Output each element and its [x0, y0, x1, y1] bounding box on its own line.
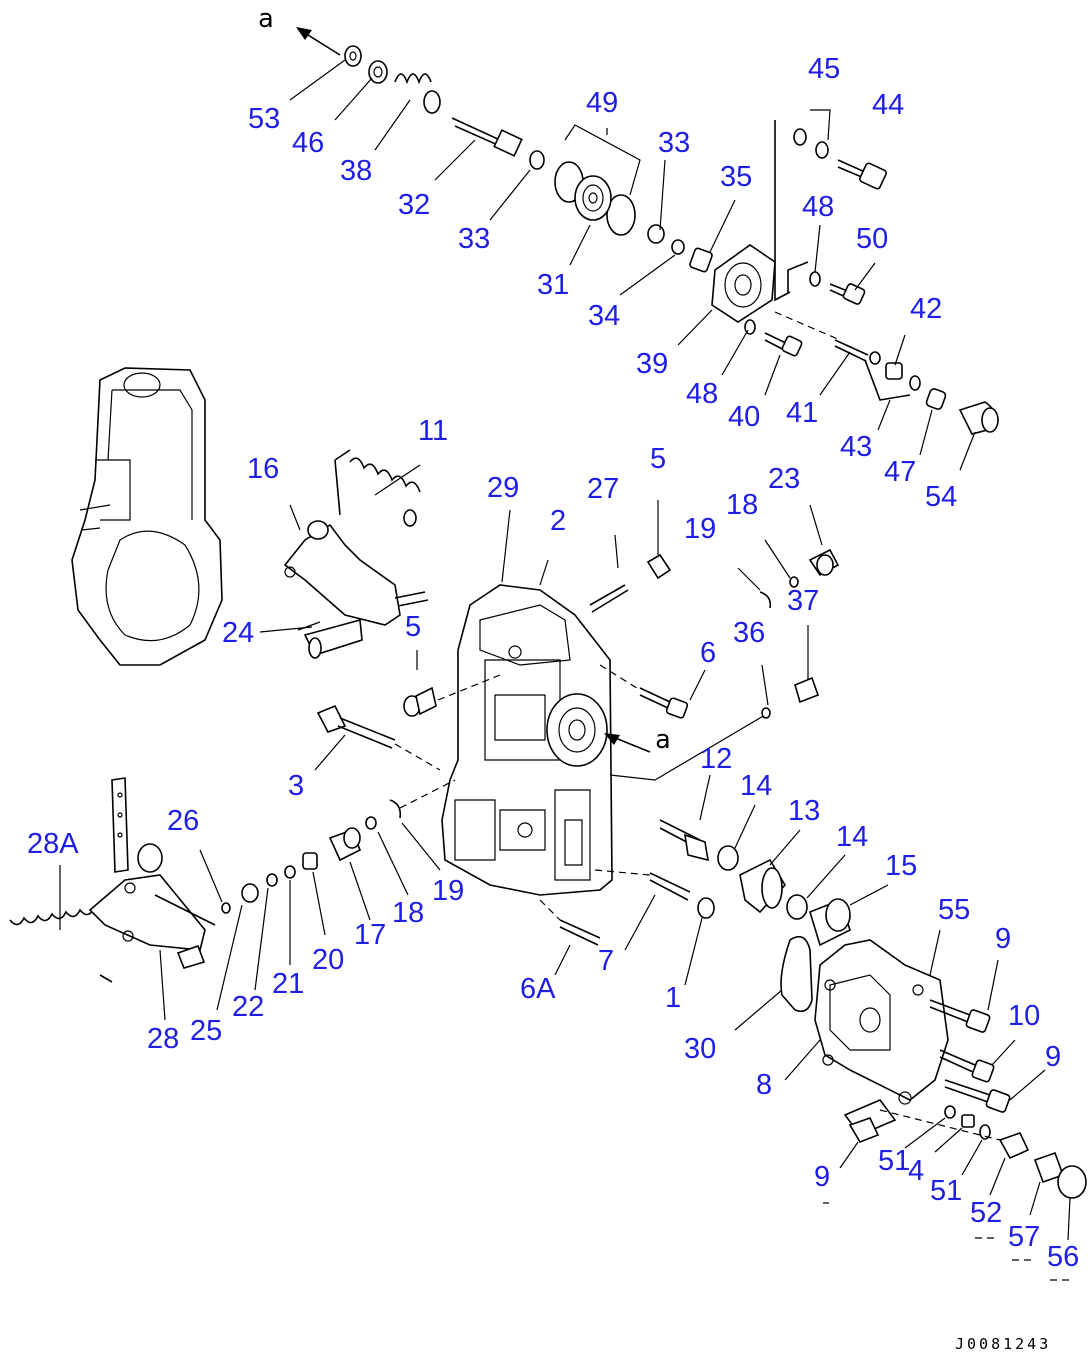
part-label: 1: [665, 982, 681, 1014]
part-label: 48: [686, 378, 718, 410]
part-label: 8: [756, 1069, 772, 1101]
part-label: 7: [598, 945, 614, 977]
part-label: 51: [930, 1175, 962, 1207]
part-label: 25: [190, 1015, 222, 1047]
part-label: 47: [884, 456, 916, 488]
part-label: 18: [392, 897, 424, 929]
part-label: 28: [147, 1023, 179, 1055]
part-label: 12: [700, 743, 732, 775]
part-label: 28A: [27, 828, 79, 860]
part-label: 9: [1045, 1041, 1061, 1073]
part-label: 22: [232, 991, 264, 1023]
part-number-labels: 53 46 38 32 33 49 31 33 34 35 45 44 48 5…: [27, 53, 1079, 1273]
part-label: 6A: [520, 973, 556, 1005]
part-label: 48: [802, 191, 834, 223]
part-label: 32: [398, 189, 430, 221]
part-label: 37: [787, 585, 819, 617]
part-label: 40: [728, 401, 760, 433]
part-label: 6: [700, 637, 716, 669]
part-label: 46: [292, 127, 324, 159]
part-label: 52: [970, 1197, 1002, 1229]
part-label: 14: [740, 770, 772, 802]
part-label: 26: [167, 805, 199, 837]
part-label: 33: [658, 127, 690, 159]
adjust-screw-parts: [539, 774, 889, 986]
part-label: 57: [1008, 1221, 1040, 1253]
part-label: 29: [487, 472, 519, 504]
part-label: 39: [636, 348, 668, 380]
part-label: 9: [995, 923, 1011, 955]
part-label: 19: [432, 875, 464, 907]
part-label: 9: [814, 1161, 830, 1193]
part-label: 24: [222, 617, 254, 649]
part-label: 43: [840, 431, 872, 463]
part-label: 56: [1047, 1241, 1079, 1273]
part-label: 42: [910, 293, 942, 325]
part-label: 11: [418, 415, 448, 447]
part-label: 5: [650, 443, 666, 475]
part-label: 35: [720, 161, 752, 193]
part-label: 34: [588, 300, 620, 332]
part-label: 41: [786, 397, 818, 429]
part-label: 3: [288, 770, 304, 802]
part-label: 44: [872, 89, 904, 121]
part-label: 13: [788, 795, 820, 827]
part-label: 53: [248, 103, 280, 135]
part-label: 16: [247, 453, 279, 485]
part-label: 45: [808, 53, 840, 85]
reference-mark-a-body: a: [655, 725, 671, 755]
part-label: 55: [938, 894, 970, 926]
linkage-assembly: [259, 449, 429, 659]
part-label: 5: [405, 611, 421, 643]
part-label: 50: [856, 223, 888, 255]
part-label: 2: [550, 505, 566, 537]
part-label: 51: [878, 1145, 910, 1177]
part-label: 49: [586, 87, 618, 119]
part-label: 31: [537, 269, 569, 301]
governor-upper-assembly: [289, 27, 999, 471]
governor-main-body: [314, 500, 840, 896]
part-label: 21: [272, 968, 304, 1000]
part-label: 23: [768, 463, 800, 495]
part-label: 27: [587, 473, 619, 505]
part-label: 33: [458, 223, 490, 255]
part-label: 14: [836, 821, 868, 853]
part-label: 36: [733, 617, 765, 649]
lever-and-spring-parts: [9, 777, 456, 1021]
part-label: 17: [354, 919, 386, 951]
reference-mark-a-top: a: [258, 4, 274, 34]
drawing-code: J0081243: [955, 1335, 1051, 1353]
part-label: 10: [1008, 1000, 1040, 1032]
part-label: 4: [908, 1155, 924, 1187]
part-label: 38: [340, 155, 372, 187]
part-label: 30: [684, 1033, 716, 1065]
part-label: 20: [312, 944, 344, 976]
part-label: 15: [885, 850, 917, 882]
part-label: 54: [925, 481, 957, 513]
part-label: 18: [726, 489, 758, 521]
governor-cover-assembly: [734, 929, 1087, 1241]
pump-housing-outline: [71, 367, 223, 666]
part-label: 19: [684, 513, 716, 545]
